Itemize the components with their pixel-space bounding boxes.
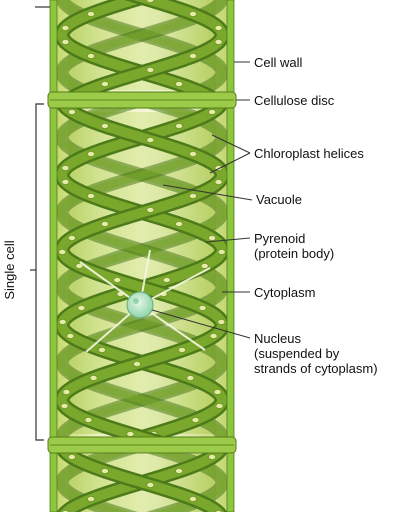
chloroplast-helix-top	[56, 0, 228, 92]
pyrenoid-icon	[146, 0, 155, 3]
chloroplast-ribbon-core	[151, 452, 227, 512]
pyrenoid-icon	[198, 305, 207, 311]
pyrenoid-icon	[214, 39, 223, 45]
pyrenoid-icon	[61, 25, 70, 31]
pyrenoid-icon	[208, 454, 217, 460]
pyrenoid-icon	[87, 11, 95, 17]
pyrenoid-icon	[186, 375, 195, 381]
cell-wall	[49, 0, 235, 512]
single-cell-bracket	[30, 103, 44, 441]
pyrenoid-icon	[189, 53, 197, 59]
pyrenoid-icon	[175, 123, 184, 129]
pyrenoid-icon	[178, 347, 186, 353]
pyrenoid-icon	[77, 305, 86, 311]
pyrenoid-icon	[189, 11, 197, 17]
pyrenoid-icon	[208, 235, 217, 241]
pyrenoid-icon	[214, 25, 223, 31]
pyrenoid-icon	[61, 39, 70, 45]
pyrenoid-icon	[215, 403, 224, 409]
pyrenoid-icon	[67, 235, 76, 241]
pyrenoid-icon	[189, 193, 197, 199]
pyrenoid-icon	[62, 389, 71, 395]
label-cellulose-disc: Cellulose disc	[254, 93, 335, 108]
leader-lines	[151, 61, 253, 339]
pyrenoid-icon	[214, 179, 223, 185]
label-single-cell: Single cell	[2, 240, 17, 300]
pyrenoid-icon	[87, 193, 95, 199]
pyrenoid-icon	[146, 482, 155, 488]
cellulose-disc-upper	[47, 91, 237, 109]
pyrenoid-icon	[61, 165, 70, 171]
chloroplast-ribbon-core	[57, 108, 228, 438]
pyrenoid-icon	[100, 221, 109, 227]
pyrenoid-icon	[67, 454, 76, 460]
pyrenoid-icon	[58, 319, 67, 325]
pyrenoid-icon	[175, 468, 184, 474]
pyrenoid-icon	[87, 151, 95, 157]
pyrenoid-icon	[84, 417, 93, 423]
pyrenoid-icon	[100, 81, 109, 87]
pyrenoid-icon	[217, 319, 226, 325]
pyrenoid-icon	[162, 277, 171, 283]
label-cell-wall: Cell wall	[254, 55, 303, 70]
pyrenoid-icon	[146, 67, 155, 73]
pyrenoid-icon	[191, 417, 200, 423]
chloroplast-ribbon-core	[58, 0, 227, 92]
pyrenoid-icon	[213, 389, 222, 395]
label-cytoplasm: Cytoplasm	[254, 285, 316, 300]
label-pyrenoid: Pyrenoid (protein body)	[254, 231, 335, 261]
pyrenoid-icon	[113, 277, 122, 283]
chloroplast-helix-bottom	[56, 452, 228, 512]
pyrenoid-icon	[146, 207, 155, 213]
cellulose-disc-lower	[47, 436, 237, 454]
pyrenoid-icon	[58, 249, 67, 255]
pyrenoid-icon	[61, 179, 70, 185]
pyrenoid-icon	[189, 496, 197, 502]
pyrenoid-icon	[146, 137, 155, 143]
pyrenoid-icon	[189, 151, 197, 157]
nucleus-icon	[126, 291, 154, 319]
pyrenoid-icon	[100, 123, 109, 129]
pyrenoid-icon	[133, 361, 141, 367]
label-vacuole: Vacuole	[256, 192, 303, 207]
pyrenoid-icon	[60, 403, 69, 409]
pyrenoid-icon	[217, 249, 226, 255]
chloroplast-ribbon-core	[57, 0, 226, 92]
pyrenoid-icon	[200, 263, 209, 269]
pyrenoid-icon	[89, 375, 98, 381]
chloroplast-ribbon-core	[57, 452, 133, 512]
pyrenoid-icon	[87, 53, 95, 59]
label-chloroplast-helices: Chloroplast helices	[254, 146, 364, 161]
label-nucleus: Nucleus (suspended by strands of cytopla…	[254, 331, 378, 376]
pyrenoid-icon	[67, 109, 76, 115]
pyrenoid-icon	[75, 263, 84, 269]
pyrenoid-icon	[209, 333, 218, 339]
pyrenoid-icon	[175, 221, 184, 227]
pyrenoid-icon	[66, 333, 75, 339]
pyrenoid-icon	[208, 109, 217, 115]
pyrenoid-icon	[126, 431, 135, 437]
pyrenoid-icon	[175, 81, 184, 87]
pyrenoid-icon	[100, 468, 109, 474]
pyrenoid-icon	[98, 347, 106, 353]
pyrenoid-icon	[87, 496, 95, 502]
